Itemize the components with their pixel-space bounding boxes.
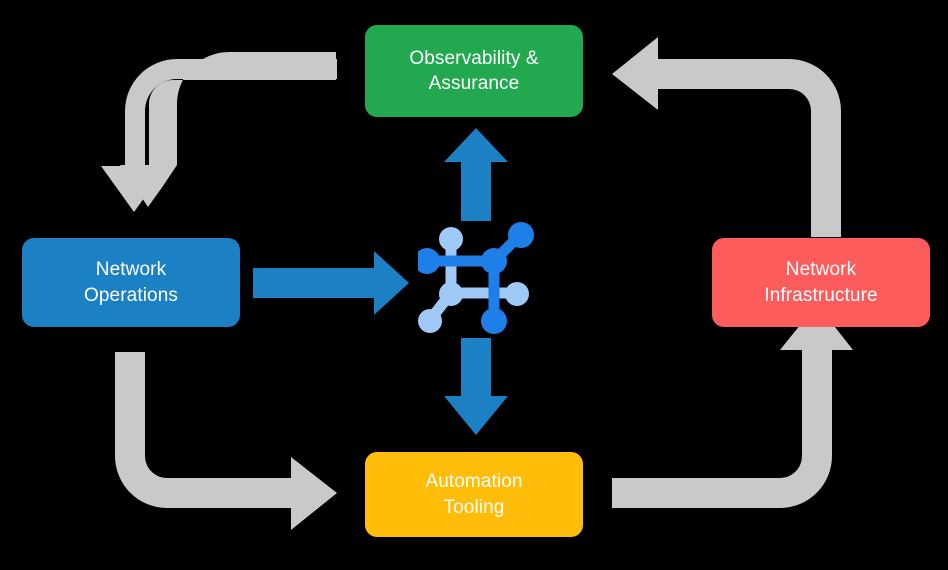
arrow-ops-to-automation xyxy=(115,352,337,530)
arrow-automation-to-infrastructure xyxy=(612,304,853,508)
arrow-infrastructure-to-observability xyxy=(612,37,841,237)
node-automation-tooling[interactable]: Automation Tooling xyxy=(365,452,583,537)
arrow-observability-to-ops-body xyxy=(101,59,337,212)
topology-nodes-secondary xyxy=(418,227,529,333)
arrow-center-to-automation xyxy=(444,338,508,435)
node-network-operations[interactable]: Network Operations xyxy=(22,238,240,327)
arrow-ops-to-center xyxy=(253,251,409,315)
arrow-center-to-observability xyxy=(444,128,508,221)
topology-nodes-primary xyxy=(418,222,534,334)
node-observability-assurance[interactable]: Observability & Assurance xyxy=(365,25,583,117)
node-network-infrastructure[interactable]: Network Infrastructure xyxy=(712,238,930,327)
network-topology-icon xyxy=(418,222,534,334)
arrow-observability-to-ops xyxy=(120,45,336,207)
